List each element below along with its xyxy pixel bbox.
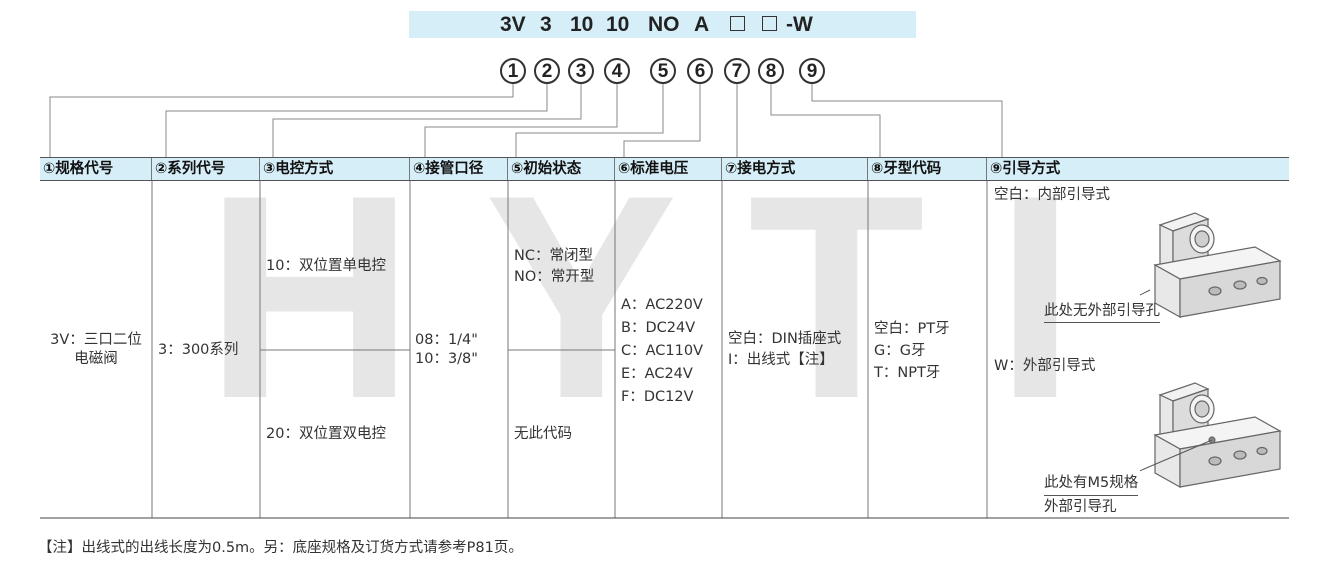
header-port: ④接管口径 [410,158,508,180]
port-option: 10：3/8" [415,351,478,367]
footnote: 【注】出线式的出线长度为0.5m。另：底座规格及订货方式请参考P81页。 [38,540,523,556]
state-cell: NC：常闭型 NO：常开型 [514,246,594,288]
code-number-circle: 6 [687,58,713,84]
model-cell: 3V：三口二位 电磁阀 [40,331,152,369]
code-placeholder-box [730,16,745,31]
spec-table-header: ①规格代号 ②系列代号 ③电控方式 ④接管口径 ⑤初始状态 ⑥标准电压 ⑦接电方… [40,157,1289,181]
model-line1: 3V：三口二位 [50,332,142,348]
thread-option: 空白：PT牙 [874,321,950,337]
series-cell: 3：300系列 [158,342,239,358]
wiring-option-lead: I：出线式【注】 [728,352,834,368]
state-option-no: NO：常开型 [514,269,595,285]
pilot-internal-title: 空白：内部引导式 [994,187,1110,203]
valve-image-internal [1140,212,1282,319]
code-number-circle: 5 [650,58,676,84]
code-number-circle: 8 [758,58,784,84]
code-number-circle: 1 [500,58,526,84]
wiring-cell: 空白：DIN插座式 I：出线式【注】 [728,329,841,371]
code-placeholder-box [762,16,777,31]
header-wiring: ⑦接电方式 [722,158,868,180]
control-option-single: 10：双位置单电控 [266,258,386,274]
voltage-option: E：AC24V [621,366,693,382]
pilot-internal-caption: 此处无外部引导孔 [1044,302,1160,323]
code-seg-voltage: A [694,13,710,36]
header-voltage: ⑥标准电压 [615,158,722,180]
control-option-double: 20：双位置双电控 [266,426,386,442]
voltage-option: C：AC110V [621,343,704,359]
thread-option: T：NPT牙 [874,365,941,381]
port-cell: 08：1/4" 10：3/8" [415,331,478,369]
code-seg-control: 10 [570,13,594,36]
pilot-external-caption-line2: 外部引导孔 [1044,499,1117,515]
voltage-cell: A：AC220V B：DC24V C：AC110V E：AC24V F：DC12… [621,294,703,409]
code-seg-3v: 3V [500,13,526,36]
pilot-external-caption-line1: 此处有M5规格 [1044,472,1139,496]
code-number-circle: 7 [724,58,750,84]
pilot-external-caption: 此处有M5规格 外部引导孔 [1044,472,1139,518]
code-number-circle: 4 [604,58,630,84]
model-code-bar [409,11,916,38]
valve-image-external [1140,382,1282,489]
header-state: ⑤初始状态 [508,158,615,180]
wiring-option-din: 空白：DIN插座式 [728,331,842,347]
thread-option: G：G牙 [874,343,926,359]
thread-cell: 空白：PT牙 G：G牙 T：NPT牙 [874,318,950,384]
voltage-option: B：DC24V [621,320,696,336]
port-option: 08：1/4" [415,332,478,348]
code-number-circle: 9 [799,58,825,84]
state-option-none: 无此代码 [514,426,572,442]
voltage-option: F：DC12V [621,389,694,405]
state-option-nc: NC：常闭型 [514,248,593,264]
code-seg-series: 3 [540,13,552,36]
header-control: ③电控方式 [260,158,410,180]
header-thread: ⑧牙型代码 [868,158,987,180]
pilot-external-title: W：外部引导式 [994,358,1096,374]
header-series: ②系列代号 [152,158,260,180]
code-seg-port: 10 [606,13,630,36]
watermark-logo: HYTIL [205,182,1120,412]
model-line2: 电磁阀 [74,351,118,367]
code-seg-pilot: -W [786,13,813,36]
code-number-circle: 3 [568,58,594,84]
voltage-option: A：AC220V [621,297,703,313]
header-pilot: ⑨引导方式 [990,161,1061,177]
header-model: ①规格代号 [40,158,152,180]
code-seg-state: NO [648,13,680,36]
code-number-circle: 2 [534,58,560,84]
